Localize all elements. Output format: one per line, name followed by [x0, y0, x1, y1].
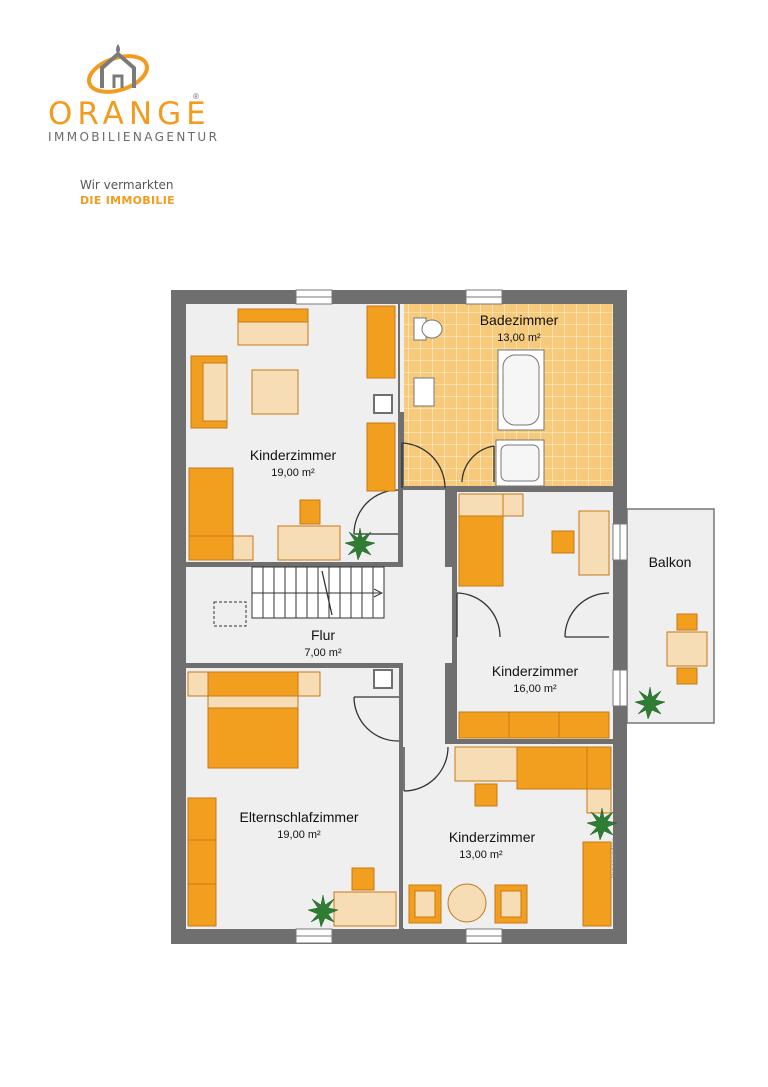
plant-icon: [586, 807, 618, 841]
area-flur: 7,00 m²: [304, 647, 342, 659]
bad-wall-lower: [398, 412, 404, 490]
bad-shaft: [373, 394, 393, 414]
doors: [353, 442, 610, 792]
registered-mark: ®: [193, 92, 199, 101]
area-eltern: 19,00 m²: [277, 829, 321, 841]
label-kinderzimmer-2: Kinderzimmer: [492, 663, 579, 679]
eltern-shaft: [373, 669, 393, 689]
label-kinderzimmer-1: Kinderzimmer: [250, 447, 337, 463]
tagline-line1: Wir vermarkten: [80, 178, 174, 192]
plant-icon: [307, 894, 339, 928]
staircase: [213, 566, 385, 627]
plant-icon: [344, 527, 376, 561]
label-kinderzimmer-3: Kinderzimmer: [449, 829, 536, 845]
brand-subtitle: IMMOBILIENAGENTUR: [48, 130, 220, 144]
windows: [295, 289, 628, 944]
brand-name: ORANGE: [48, 96, 211, 132]
furniture-balkon: [666, 613, 708, 685]
area-kinderzimmer-2: 16,00 m²: [513, 683, 557, 695]
area-kinderzimmer-3: 13,00 m²: [459, 849, 503, 861]
label-flur: Flur: [311, 627, 335, 643]
credit-text: Immogrundriss: [612, 838, 618, 878]
label-eltern: Elternschlafzimmer: [239, 809, 358, 825]
furniture-kinderzimmer-1: [188, 305, 396, 561]
tagline-line2: DIE IMMOBILIE: [80, 194, 175, 207]
logo: ORANGE ® IMMOBILIENAGENTUR Wir vermarkte…: [40, 40, 240, 210]
label-balkon: Balkon: [649, 554, 692, 570]
plant-icons: [307, 527, 666, 928]
furniture-eltern: [187, 671, 397, 927]
furniture-kinderzimmer-2: [458, 493, 610, 739]
label-badezimmer: Badezimmer: [480, 312, 559, 328]
house-logo-icon: [87, 44, 149, 94]
furniture-kinderzimmer-3: [408, 746, 612, 927]
furniture-badezimmer: [413, 317, 545, 487]
plant-icon: [634, 686, 666, 720]
area-badezimmer: 13,00 m²: [497, 332, 541, 344]
balcony-floor: [626, 508, 715, 724]
area-kinderzimmer-1: 19,00 m²: [271, 467, 315, 479]
